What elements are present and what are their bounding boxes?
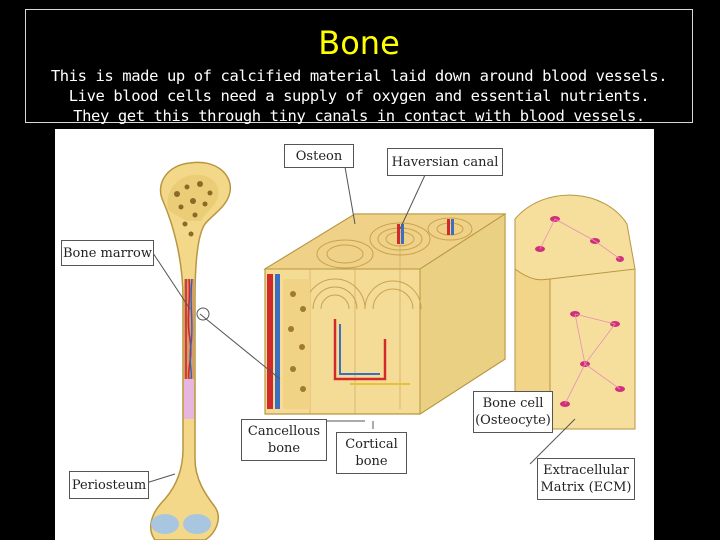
bone-illustration bbox=[142, 161, 636, 540]
long-bone bbox=[149, 161, 231, 540]
cortical-bone-block bbox=[263, 213, 507, 415]
slide-title: Bone bbox=[318, 24, 400, 62]
label-osteon: Osteon bbox=[284, 144, 354, 168]
bone-diagram: Osteon Haversian canal Bone marrow Cance… bbox=[55, 129, 654, 540]
label-cancellous-bone: Cancellous bone bbox=[241, 419, 327, 461]
slide-description: This is made up of calcified material la… bbox=[50, 67, 668, 125]
label-extracellular-matrix: Extracellular Matrix (ECM) bbox=[537, 458, 635, 500]
label-cortical-bone: Cortical bone bbox=[336, 432, 407, 474]
ecm-detail bbox=[514, 194, 636, 430]
title-box: Bone This is made up of calcified materi… bbox=[25, 9, 693, 125]
label-periosteum: Periosteum bbox=[69, 471, 149, 499]
label-haversian-canal: Haversian canal bbox=[387, 148, 503, 176]
label-bone-cell: Bone cell (Osteocyte) bbox=[473, 391, 553, 433]
label-bone-marrow: Bone marrow bbox=[61, 240, 154, 266]
